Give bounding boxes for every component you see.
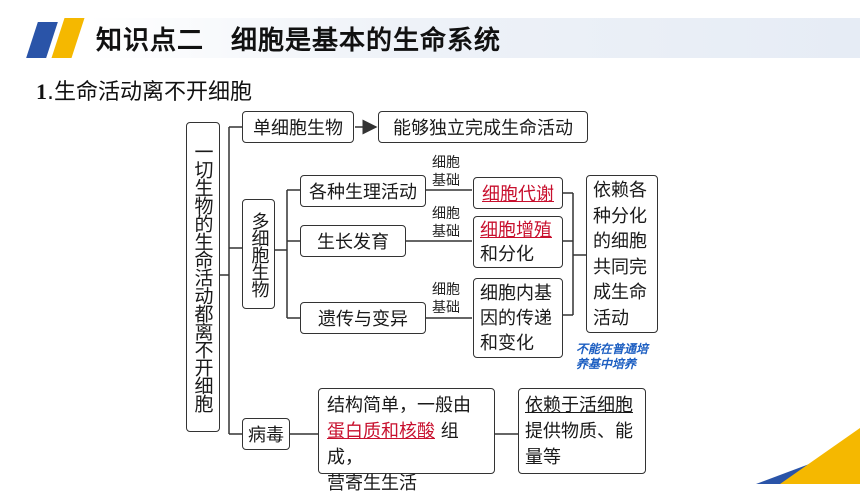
activity-box-physiology: 各种生理活动 xyxy=(300,175,426,207)
single-cell-box: 单细胞生物 xyxy=(242,111,354,143)
conclusion-line: 的细胞 xyxy=(593,231,647,252)
basis-note-line2: 基础 xyxy=(432,173,460,189)
connector-lines xyxy=(219,119,586,435)
handwritten-line1: 不能在普通培 xyxy=(576,342,649,356)
section-number: 1 xyxy=(36,79,47,104)
basis-note-line2: 基础 xyxy=(432,300,460,316)
activity-label: 遗传与变异 xyxy=(318,309,408,330)
basis-note: 细胞 基础 xyxy=(432,205,460,241)
basis-box-genes: 细胞内基 因的传递 和变化 xyxy=(473,278,563,358)
basis-note: 细胞 基础 xyxy=(432,281,460,317)
handwritten-note: 不能在普通培 养基中培养 xyxy=(576,342,648,372)
multi-cell-label: 多细胞生物 xyxy=(248,211,270,297)
basis-box-proliferation: 细胞增殖 和分化 xyxy=(473,216,563,268)
multi-cell-box: 多细胞生物 xyxy=(242,199,275,309)
basis-metabolism: 细胞代谢 xyxy=(482,184,554,205)
conclusion-line: 活动 xyxy=(593,307,629,329)
conclusion-line: 成生命 xyxy=(593,282,647,303)
root-label: 一切生物的生命活动都离不开细胞 xyxy=(191,142,214,412)
page-title: 知识点二 细胞是基本的生命系统 xyxy=(96,26,502,56)
single-cell-label: 单细胞生物 xyxy=(253,118,343,139)
basis-note-line1: 细胞 xyxy=(432,206,460,222)
virus-label: 病毒 xyxy=(248,425,284,446)
virus-dependency-box: 依赖于活细胞 提供物质、能 量等 xyxy=(518,388,646,474)
basis-note-line2: 基础 xyxy=(432,224,460,240)
basis-note-line1: 细胞 xyxy=(432,282,460,298)
virus-structure-line2: 蛋白质和核酸 组成， xyxy=(327,419,494,471)
basis-differentiation: 和分化 xyxy=(480,244,534,265)
basis-proliferation: 细胞增殖 xyxy=(480,220,552,241)
virus-dependency-line2: 提供物质、能 xyxy=(525,421,633,442)
virus-dependency-line3: 量等 xyxy=(525,447,561,468)
virus-components: 蛋白质和核酸 xyxy=(327,421,435,442)
single-cell-result: 能够独立完成生命活动 xyxy=(393,118,573,139)
basis-box-metabolism: 细胞代谢 xyxy=(473,177,563,209)
virus-structure-line3: 营寄生生活 xyxy=(327,473,417,494)
basis-note-line1: 细胞 xyxy=(432,155,460,171)
activity-box-heredity: 遗传与变异 xyxy=(300,302,426,334)
virus-box: 病毒 xyxy=(242,418,290,450)
virus-structure-line1: 结构简单，一般由 xyxy=(327,395,471,416)
virus-structure-box: 结构简单，一般由 蛋白质和核酸 组成， 营寄生生活 xyxy=(318,388,495,494)
handwritten-line2: 养基中培养 xyxy=(576,357,637,371)
header-band xyxy=(88,18,860,58)
activity-box-growth: 生长发育 xyxy=(300,225,406,257)
activity-label: 生长发育 xyxy=(317,232,389,253)
conclusion-line: 共同完 xyxy=(593,256,647,278)
activity-label: 各种生理活动 xyxy=(309,182,417,203)
root-box: 一切生物的生命活动都离不开细胞 xyxy=(186,122,220,432)
basis-genes-line2: 因的传递 xyxy=(480,308,552,329)
basis-genes-line3: 和变化 xyxy=(480,333,534,354)
basis-note: 细胞 基础 xyxy=(432,154,460,190)
conclusion-line: 种分化 xyxy=(593,205,647,227)
basis-genes-line1: 细胞内基 xyxy=(480,283,552,304)
single-cell-result-box: 能够独立完成生命活动 xyxy=(378,111,588,143)
section-heading: 1.生命活动离不开细胞 xyxy=(36,74,252,106)
virus-dependency-line1: 依赖于活细胞 xyxy=(525,395,633,416)
conclusion-box: 依赖各 种分化 的细胞 共同完 成生命 活动 xyxy=(586,175,658,333)
virus-structure-line2-rest: 组成， xyxy=(327,421,459,468)
section-title: .生命活动离不开细胞 xyxy=(47,80,252,105)
conclusion-line: 依赖各 xyxy=(593,180,647,201)
